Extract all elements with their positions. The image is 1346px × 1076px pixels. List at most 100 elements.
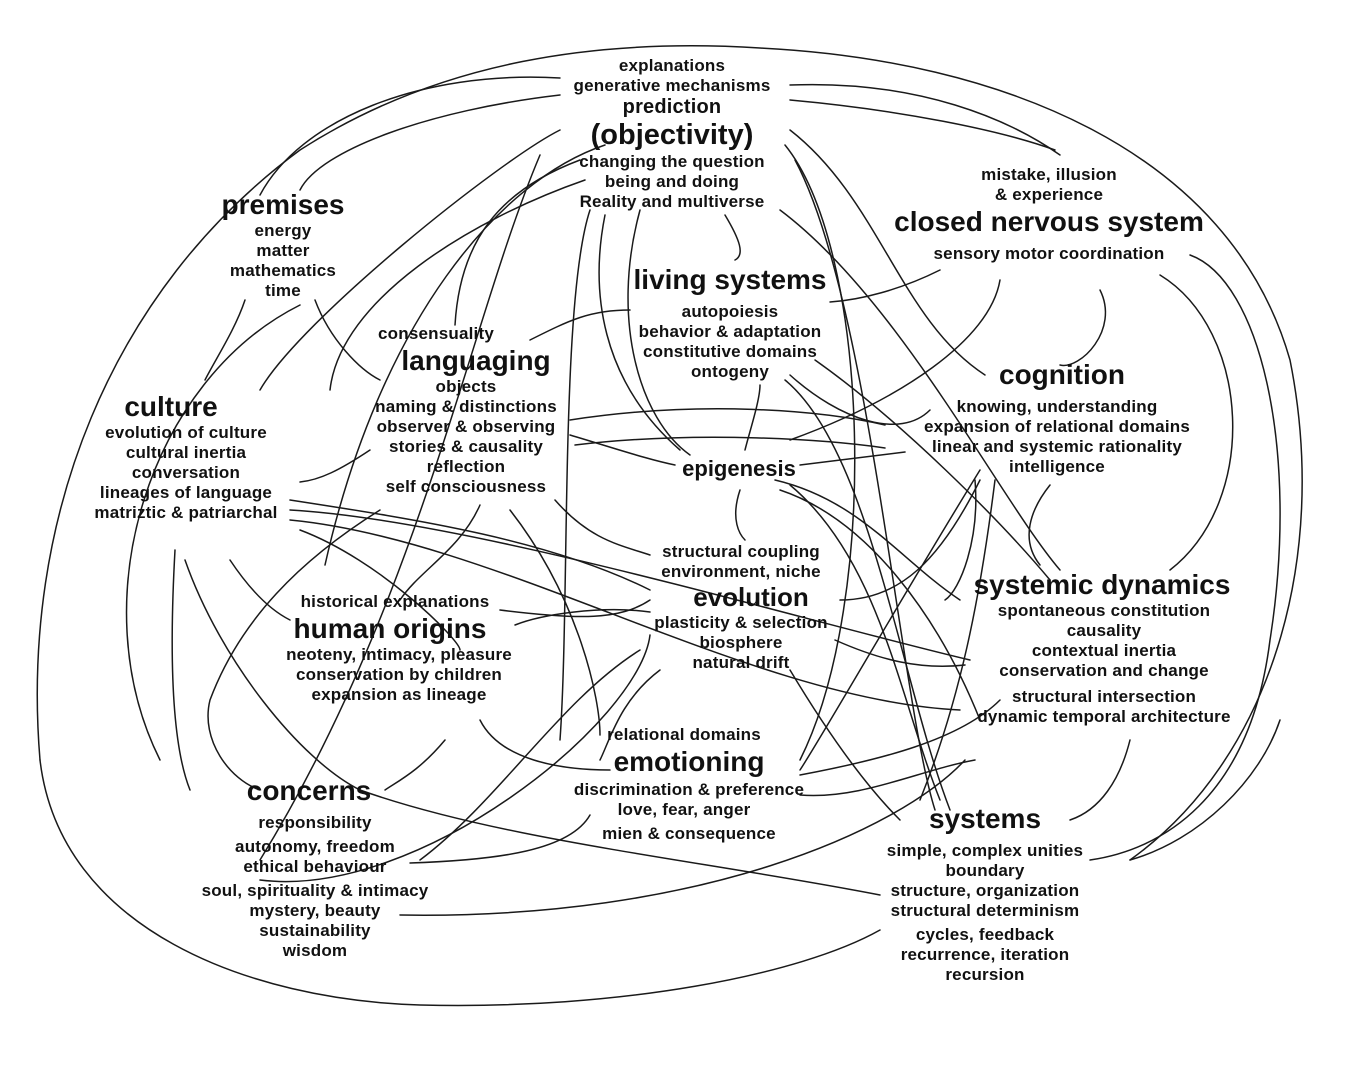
connector-line bbox=[789, 99, 1056, 151]
sd-item-1: spontaneous constitution bbox=[997, 601, 1211, 621]
systems-item-3: structure, organization bbox=[890, 881, 1080, 901]
connector-line bbox=[559, 209, 591, 741]
connector-line bbox=[299, 94, 561, 191]
concerns-item-6: sustainability bbox=[259, 921, 371, 941]
premises-item-3: mathematics bbox=[229, 261, 337, 281]
sd-item-6: dynamic temporal architecture bbox=[977, 707, 1231, 727]
human-origins-item-2: conservation by children bbox=[295, 665, 503, 685]
connector-line bbox=[184, 559, 881, 896]
connector-line bbox=[794, 159, 936, 811]
languaging-item-3: observer & observing bbox=[376, 417, 556, 437]
languaging-title: languaging bbox=[401, 345, 551, 376]
premises-item-4: time bbox=[265, 281, 301, 301]
emotioning-item-2: love, fear, anger bbox=[617, 800, 751, 820]
objectivity-item-1: changing the question bbox=[579, 152, 765, 172]
emotioning-cluster: relational domains emotioning discrimina… bbox=[574, 725, 804, 844]
sd-item-5: structural intersection bbox=[1011, 687, 1197, 707]
connector-line bbox=[229, 559, 291, 621]
systems-item-7: recursion bbox=[945, 965, 1025, 985]
objectivity-cluster: explanations generative mechanisms predi… bbox=[574, 56, 771, 212]
connector-line bbox=[1069, 739, 1131, 821]
cns-pre-2: & experience bbox=[994, 185, 1104, 204]
connector-line bbox=[789, 279, 1001, 441]
connector-line bbox=[789, 669, 901, 821]
sd-item-4: conservation and change bbox=[999, 661, 1209, 681]
evolution-item-3: natural drift bbox=[692, 652, 790, 672]
concerns-item-4: soul, spirituality & intimacy bbox=[201, 881, 429, 901]
connector-line bbox=[289, 509, 971, 661]
connector-line bbox=[1159, 274, 1234, 571]
objectivity-pre-2: generative mechanisms bbox=[573, 76, 771, 95]
culture-item-3: conversation bbox=[131, 463, 241, 483]
connector-line bbox=[204, 299, 246, 381]
connector-line bbox=[259, 76, 561, 196]
sd-item-3: contextual inertia bbox=[1031, 641, 1177, 661]
living-systems-item-2: behavior & adaptation bbox=[638, 322, 822, 342]
connector-line bbox=[1089, 254, 1281, 861]
connector-line bbox=[399, 504, 481, 601]
outer-loop-bottom bbox=[39, 759, 881, 1007]
languaging-pre-1: consensuality bbox=[378, 324, 494, 343]
systems-item-4: structural determinism bbox=[890, 901, 1080, 921]
evolution-item-2: biosphere bbox=[699, 632, 783, 652]
connector-line bbox=[799, 469, 981, 771]
concerns-item-3: ethical behaviour bbox=[243, 857, 387, 877]
evolution-cluster: structural coupling environment, niche e… bbox=[654, 542, 828, 673]
culture-item-2: cultural inertia bbox=[125, 443, 247, 463]
systems-title: systems bbox=[928, 803, 1042, 834]
connector-line bbox=[814, 359, 1051, 581]
premises-cluster: premises energy matter mathematics time bbox=[222, 188, 345, 301]
systems-item-2: boundary bbox=[945, 861, 1025, 881]
objectivity-pre-3: prediction bbox=[622, 96, 722, 118]
human-origins-item-3: expansion as lineage bbox=[311, 685, 487, 705]
human-origins-cluster: historical explanations human origins ne… bbox=[278, 592, 512, 705]
evolution-pre-2: environment, niche bbox=[661, 562, 821, 581]
cognition-item-1: knowing, understanding bbox=[956, 397, 1158, 417]
culture-cluster: culture evolution of culture cultural in… bbox=[94, 390, 277, 523]
evolution-pre-1: structural coupling bbox=[662, 542, 820, 561]
connector-line bbox=[409, 814, 591, 864]
connector-line bbox=[259, 154, 541, 861]
connector-line bbox=[514, 608, 651, 626]
systems-cluster: systems simple, complex unities boundary… bbox=[887, 802, 1083, 985]
concerns-item-2: autonomy, freedom bbox=[235, 837, 395, 857]
living-systems-item-3: constitutive domains bbox=[642, 342, 818, 362]
connector-line bbox=[554, 499, 651, 556]
living-systems-title: living systems bbox=[633, 264, 827, 295]
connector-line bbox=[314, 299, 381, 381]
objectivity-pre-1: explanations bbox=[618, 56, 726, 75]
connector-line bbox=[735, 489, 746, 541]
connector-line bbox=[299, 529, 461, 651]
cns-title: closed nervous system bbox=[894, 206, 1204, 237]
connector-line bbox=[569, 408, 886, 426]
connector-line bbox=[834, 639, 966, 668]
connector-line bbox=[829, 269, 941, 303]
connector-line bbox=[324, 144, 606, 566]
concerns-item-1: responsibility bbox=[258, 813, 372, 833]
connector-line bbox=[1028, 484, 1051, 566]
living-systems-item-1: autopoiesis bbox=[681, 302, 779, 322]
connector-line bbox=[479, 719, 611, 771]
culture-title: culture bbox=[124, 391, 218, 422]
human-origins-item-1: neoteny, intimacy, pleasure bbox=[286, 645, 512, 665]
human-origins-title: human origins bbox=[293, 613, 487, 644]
connector-line bbox=[598, 214, 681, 451]
emotioning-pre-1: relational domains bbox=[607, 725, 761, 744]
systemic-dynamics-cluster: systemic dynamics spontaneous constituti… bbox=[974, 568, 1231, 727]
connector-line bbox=[509, 509, 601, 736]
systems-item-6: recurrence, iteration bbox=[900, 945, 1070, 965]
connector-line bbox=[799, 699, 1001, 776]
sd-item-2: causality bbox=[1066, 621, 1142, 641]
connector-line bbox=[259, 634, 651, 883]
emotioning-title: emotioning bbox=[613, 746, 765, 777]
cns-pre-1: mistake, illusion bbox=[981, 165, 1117, 184]
concerns-title: concerns bbox=[246, 775, 372, 806]
evolution-item-1: plasticity & selection bbox=[654, 612, 828, 632]
connector-line bbox=[299, 449, 371, 483]
premises-item-1: energy bbox=[254, 221, 312, 241]
connector-line bbox=[125, 304, 301, 761]
culture-item-4: lineages of language bbox=[99, 483, 273, 503]
languaging-item-4: stories & causality bbox=[388, 437, 544, 457]
